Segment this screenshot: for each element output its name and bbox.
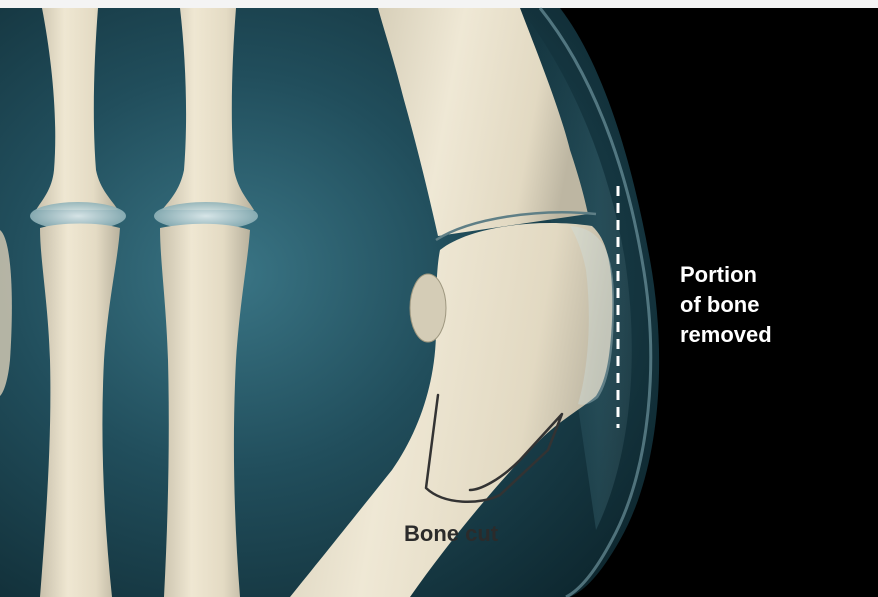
- portion-removed-line2: of bone: [680, 290, 772, 320]
- portion-removed-label: Portion of bone removed: [680, 260, 772, 350]
- bone-cut-label: Bone cut: [404, 519, 498, 549]
- portion-removed-line3: removed: [680, 320, 772, 350]
- portion-removed-line1: Portion: [680, 260, 772, 290]
